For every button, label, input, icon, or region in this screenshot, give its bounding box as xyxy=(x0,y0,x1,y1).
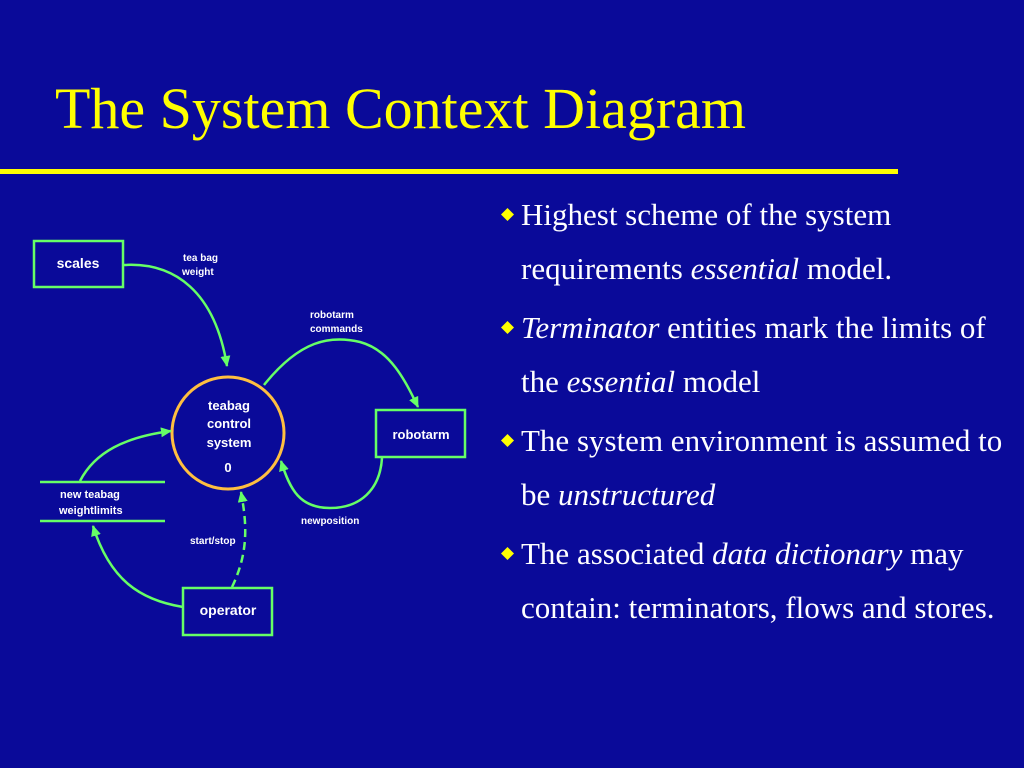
diamond-bullet-icon xyxy=(501,547,514,560)
terminator-scales: scales xyxy=(32,239,125,289)
title-underline xyxy=(0,169,898,174)
process-teabag-control-system: teabag control system 0 xyxy=(170,375,286,491)
slide-title: The System Context Diagram xyxy=(55,76,747,141)
bullet-3-emphasis: unstructured xyxy=(558,477,716,512)
bullet-2-text-after: entities mark the limits of the xyxy=(521,310,986,399)
bullet-1-emphasis: essential xyxy=(690,251,800,286)
flow-operator-to-store xyxy=(91,525,184,609)
terminator-robotarm-label: robotarm xyxy=(392,427,449,442)
diamond-bullet-icon xyxy=(501,208,514,221)
data-store-weightlimits: new teabag weightlimits xyxy=(40,480,165,523)
diamond-bullet-icon xyxy=(501,434,514,447)
bullet-4-emphasis: data dictionary xyxy=(712,536,903,571)
bullet-item-2: Terminator entities mark the limits of t… xyxy=(500,301,1015,409)
bullet-2-emphasis: Terminator xyxy=(521,310,660,345)
bullet-item-4: The associated data dictionary may conta… xyxy=(500,527,1015,635)
process-label-line2: control xyxy=(207,416,251,431)
flow-tea-bag-weight-label-line2: weight xyxy=(181,267,214,278)
bullet-3-text-before: The system environment is assumed to be xyxy=(521,423,1003,512)
data-store-label-line1: new teabag xyxy=(60,489,120,501)
bullet-item-3: The system environment is assumed to be … xyxy=(500,414,1015,522)
bullet-1-text-before: Highest scheme of the system requirement… xyxy=(521,197,892,286)
data-store-label-line2: weightlimits xyxy=(58,505,123,517)
terminator-scales-label: scales xyxy=(57,255,100,271)
terminator-robotarm: robotarm xyxy=(374,408,467,459)
control-flow-start-stop-label: start/stop xyxy=(190,536,236,547)
diamond-bullet-icon xyxy=(501,321,514,334)
flow-newposition: newposition xyxy=(279,457,384,527)
bullet-4-text-after: may contain: terminators, flows and stor… xyxy=(521,536,995,625)
flow-robotarm-commands: robotarm commands xyxy=(263,310,420,408)
control-flow-start-stop: start/stop xyxy=(190,491,248,588)
bullet-list: Highest scheme of the system requirement… xyxy=(500,188,1015,640)
bullet-2-emphasis-2: essential xyxy=(566,364,676,399)
process-number: 0 xyxy=(224,460,231,475)
flow-tea-bag-weight: tea bag weight xyxy=(123,253,231,367)
flow-store-to-process xyxy=(78,427,172,482)
bullet-4-text-before: The associated xyxy=(521,536,713,571)
flow-robotarm-commands-label-line1: robotarm xyxy=(310,310,354,321)
terminator-operator-label: operator xyxy=(200,602,257,618)
bullet-2-text-after-2: model xyxy=(675,364,761,399)
bullet-item-1: Highest scheme of the system requirement… xyxy=(500,188,1015,296)
flow-newposition-label: newposition xyxy=(301,516,359,527)
flow-tea-bag-weight-label-line1: tea bag xyxy=(183,253,218,264)
process-label-line1: teabag xyxy=(208,398,250,413)
terminator-operator: operator xyxy=(181,586,274,637)
flow-robotarm-commands-label-line2: commands xyxy=(310,324,363,335)
bullet-1-text-after: model. xyxy=(799,251,893,286)
process-label-line3: system xyxy=(207,435,252,450)
